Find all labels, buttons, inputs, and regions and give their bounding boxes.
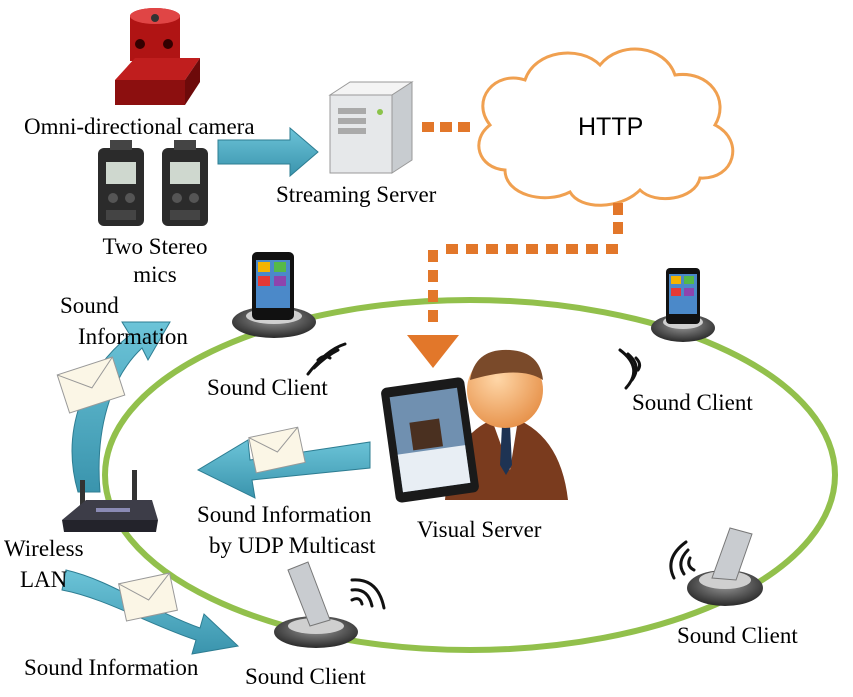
tablet-icon xyxy=(381,377,479,503)
mics-label-line1: Two Stereo xyxy=(102,234,208,259)
sound-client-top-left-label: Sound Client xyxy=(207,375,328,400)
sound-wave-icon xyxy=(350,578,386,610)
camera-icon xyxy=(115,8,200,105)
visual-server-label: Visual Server xyxy=(417,517,542,542)
mics-label-line2: mics xyxy=(133,262,177,287)
stereo-mic-icon xyxy=(162,140,208,226)
multicast-arrow xyxy=(196,439,371,499)
sound-client-bottom-right-label: Sound Client xyxy=(677,623,798,648)
sound-client-bottom-center-label: Sound Client xyxy=(245,664,366,689)
camera-to-server-arrow xyxy=(217,126,319,178)
sound-wave-icon xyxy=(618,348,642,390)
phone-dock-icon xyxy=(651,268,715,342)
multicast-label-line1: Sound Information xyxy=(197,502,372,527)
sound-wave-icon xyxy=(669,540,696,580)
phone-dock-icon xyxy=(232,252,316,338)
http-dotted-link xyxy=(407,122,623,368)
server-icon xyxy=(328,81,414,174)
streaming-server-label: Streaming Server xyxy=(276,182,437,207)
envelope-icon xyxy=(118,572,178,622)
sound-info-top-line2: Information xyxy=(78,324,188,349)
sound-info-bottom-label: Sound Information xyxy=(24,655,199,680)
sound-client-top-right-label: Sound Client xyxy=(632,390,753,415)
camera-label: Omni-directional camera xyxy=(24,114,255,139)
multicast-label-line2: by UDP Multicast xyxy=(209,533,376,558)
wireless-label-line2: LAN xyxy=(20,567,68,592)
http-label: HTTP xyxy=(578,113,644,141)
phone-dock-icon xyxy=(687,527,763,606)
sound-info-top-line1: Sound xyxy=(60,293,119,318)
wireless-label-line1: Wireless xyxy=(4,536,84,561)
cloud-icon xyxy=(477,47,735,207)
router-icon xyxy=(62,470,158,532)
envelope-icon xyxy=(56,356,126,414)
stereo-mic-icon xyxy=(98,140,144,226)
network-ring xyxy=(102,297,838,653)
sound-wave-icon xyxy=(306,342,347,376)
envelope-icon xyxy=(248,426,306,474)
upload-arrow xyxy=(71,321,171,493)
phone-dock-icon xyxy=(274,561,358,648)
